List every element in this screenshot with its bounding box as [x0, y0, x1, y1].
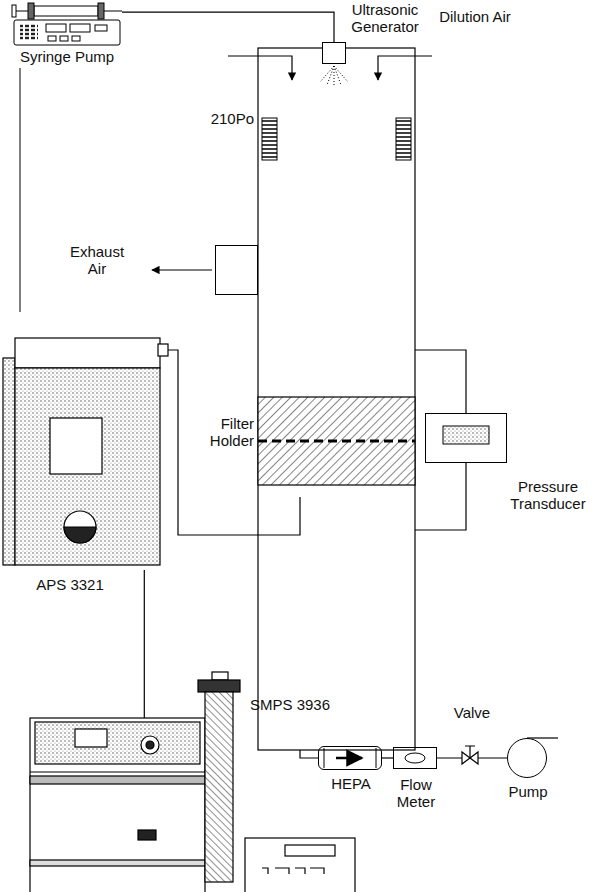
- node-label: HEPA: [319, 775, 383, 792]
- syringe-pump-drawing: [12, 3, 122, 45]
- node-label: Ultrasonic Generator: [343, 1, 427, 35]
- node-label: Exhaust Air: [61, 243, 133, 277]
- source-label: 210Po: [204, 110, 254, 127]
- ultrasonic-generator: Ultrasonic Generator: [322, 42, 346, 64]
- flow-meter: Flow Meter: [393, 747, 437, 769]
- exhaust-box: Exhaust Air: [215, 245, 258, 295]
- filter-holder-drawing: [258, 397, 415, 485]
- column-wall: [258, 48, 415, 750]
- node-label: Pump: [498, 783, 558, 800]
- hepa-filter: HEPA: [318, 746, 382, 770]
- node-label: Flow Meter: [384, 776, 448, 810]
- pump: Pump: [507, 738, 547, 778]
- node-label: Filter Holder: [188, 415, 254, 449]
- node-label: SMPS 3936: [250, 696, 360, 713]
- pressure-transducer: Pressure Transducer: [425, 413, 507, 463]
- inlet-label: Dilution Air: [435, 8, 515, 25]
- syringe-pump: Syringe Pump: [12, 2, 122, 46]
- filter-holder: Filter Holder: [258, 397, 415, 485]
- spray: [320, 66, 348, 86]
- neutralizer-source: [262, 118, 277, 160]
- aps-drawing: [3, 338, 168, 565]
- connector: [382, 757, 393, 758]
- connector: [144, 570, 145, 718]
- node-label: Syringe Pump: [4, 48, 130, 65]
- neutralizer-source: [396, 118, 411, 160]
- valve-label: Valve: [450, 704, 494, 721]
- connector: [122, 12, 334, 42]
- aps-instrument: APS 3321: [3, 338, 160, 570]
- smps-instrument: SMPS 3936: [30, 718, 205, 892]
- node-label: Pressure Transducer: [501, 478, 595, 512]
- node-label: APS 3321: [10, 576, 130, 593]
